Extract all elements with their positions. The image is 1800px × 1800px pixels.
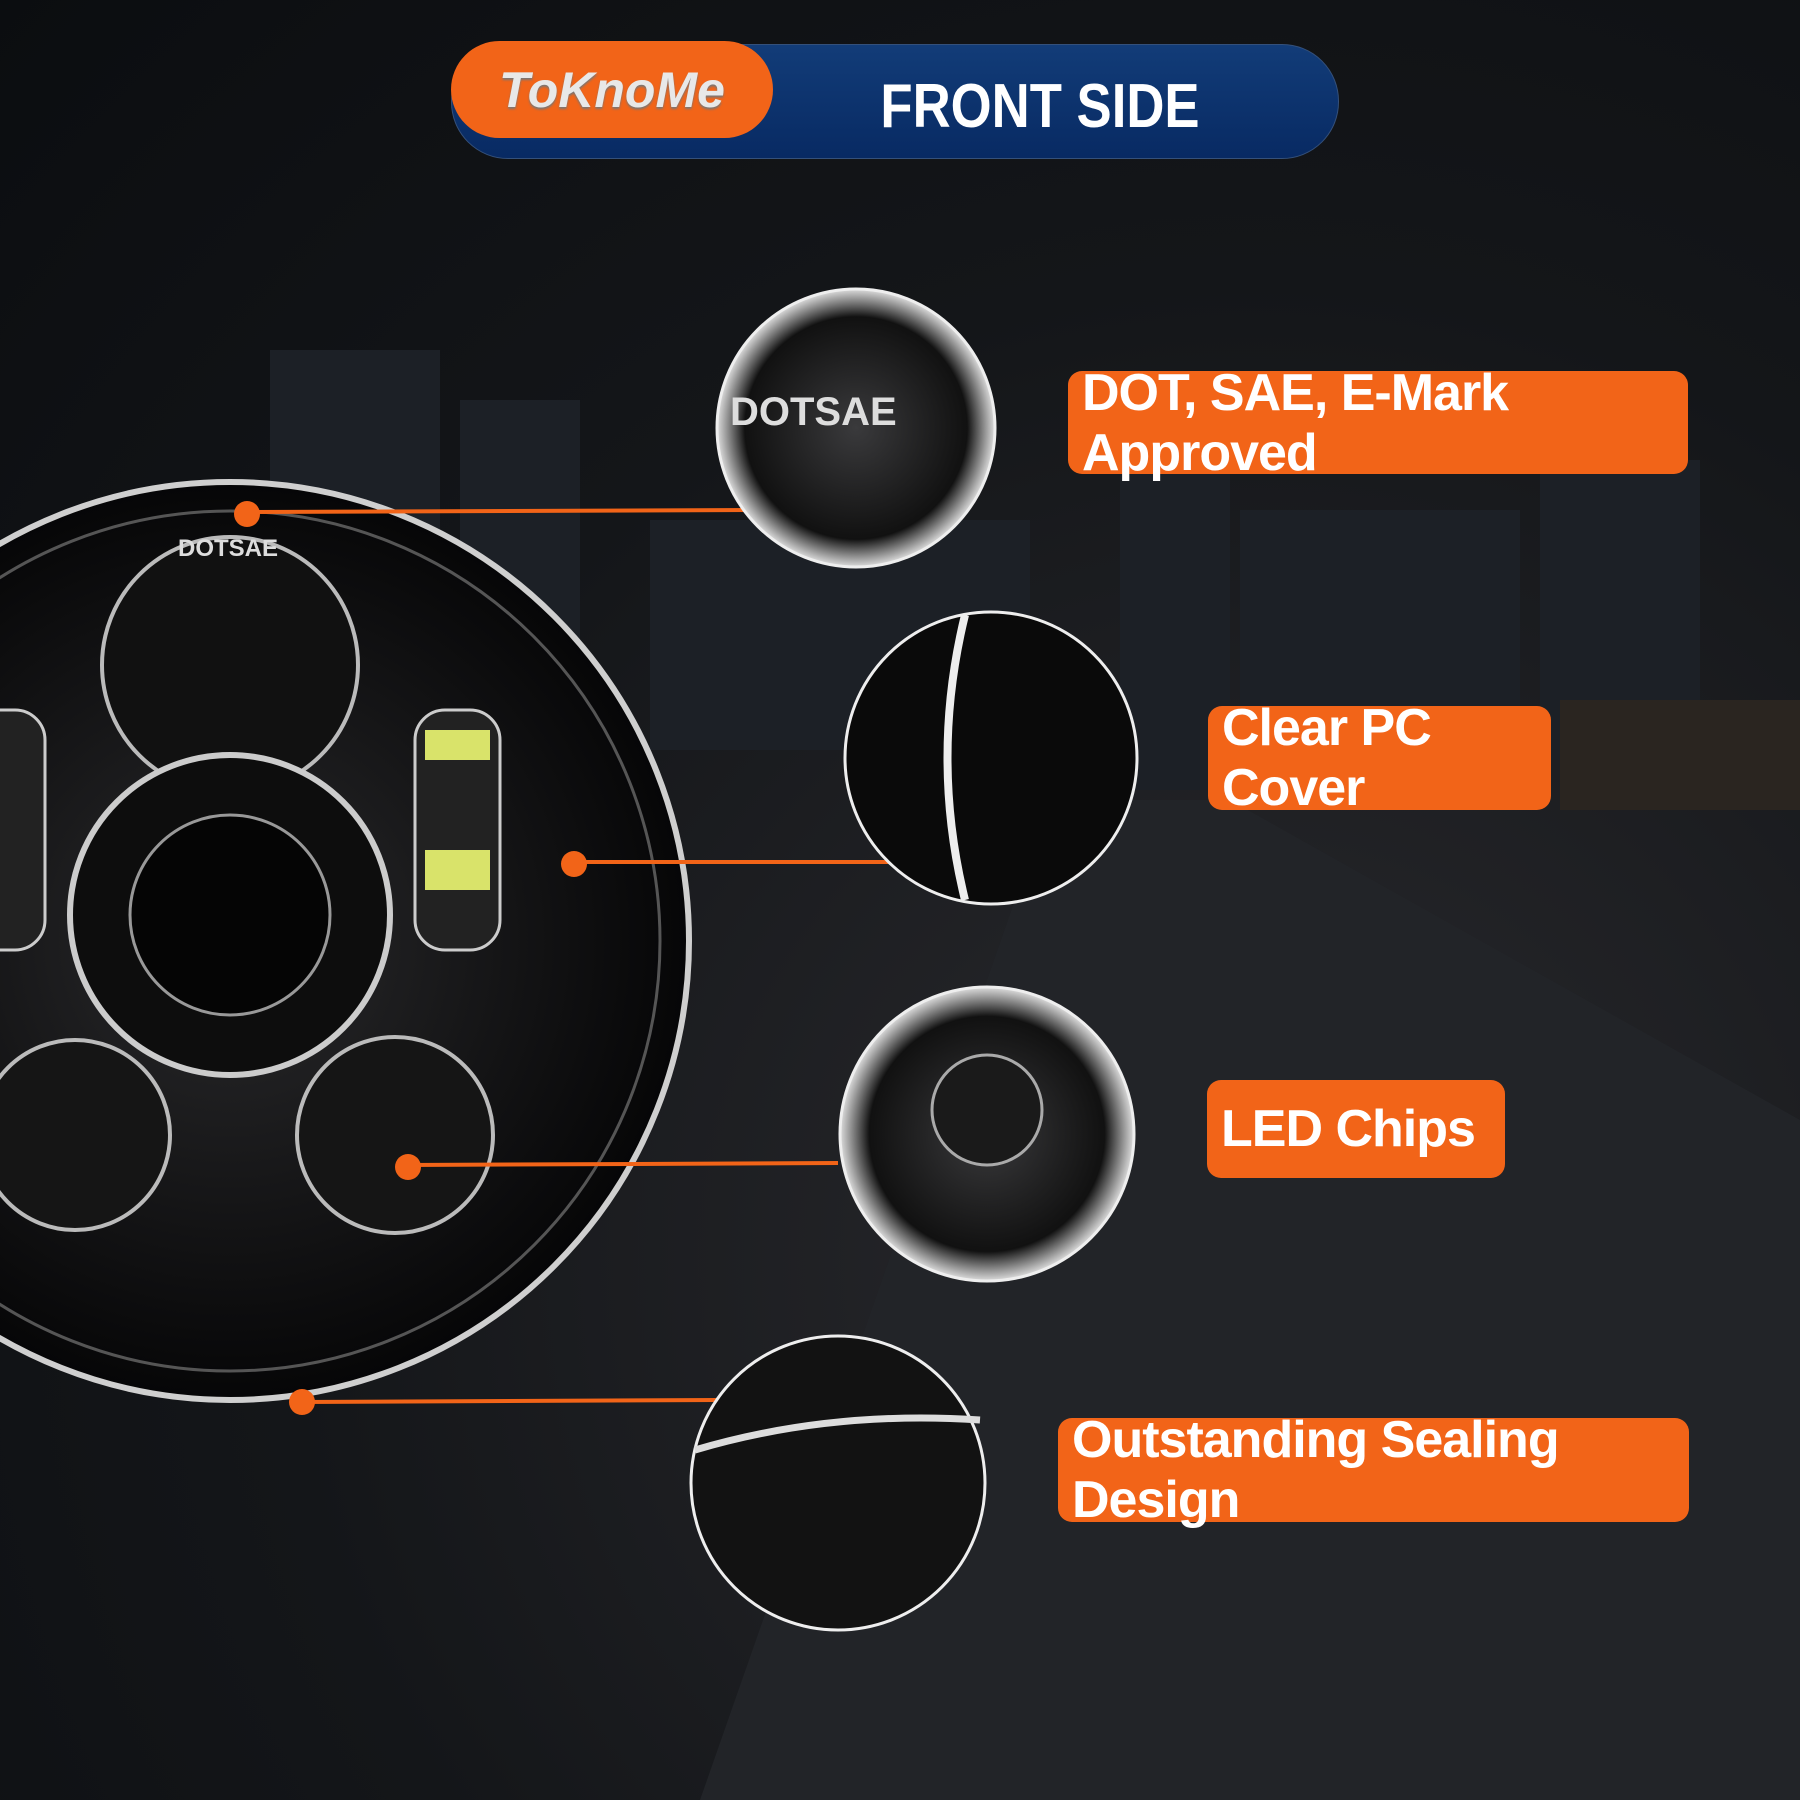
callout-dots (234, 501, 587, 1415)
callout-lines (246, 508, 890, 1404)
feature-label-led-chips: LED Chips (1207, 1080, 1505, 1178)
dot-sae-marking-closeup-icon (715, 287, 997, 569)
lens-marking: DOTSAE (178, 535, 278, 562)
svg-text:DOTSAE: DOTSAE (730, 390, 897, 434)
page-title: FRONT SIDE (880, 71, 1200, 141)
feature-label-sealing: Outstanding Sealing Design (1058, 1411, 1689, 1529)
brand-logo: ToKnoMe (451, 41, 773, 138)
sealing-closeup-icon (689, 1334, 987, 1632)
closeup-circles: DOTSAE (689, 287, 1139, 1632)
pc-cover-closeup-icon (843, 610, 1139, 906)
road (700, 800, 1800, 1800)
feature-label-dot-sae: DOT, SAE, E-Mark Approved (1068, 364, 1688, 482)
headlight: DOTSAE (0, 479, 692, 1403)
feature-label-pc-cover: Clear PC Cover (1208, 699, 1551, 817)
